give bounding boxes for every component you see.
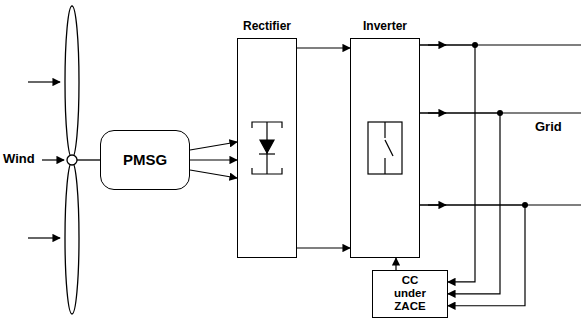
connector	[297, 48, 350, 248]
connector-wire	[420, 205, 525, 306]
connector-wire	[190, 159, 237, 160]
connector-wire	[420, 45, 475, 282]
diode-symbol	[252, 122, 282, 174]
controller-box: CC under ZACE	[372, 270, 448, 318]
wind-turbine	[65, 6, 100, 314]
box-text: PMSG	[123, 151, 167, 168]
connector-wire	[395, 258, 396, 270]
rectifier-box: Rectifier	[237, 38, 297, 258]
connector-wire	[420, 113, 500, 294]
connector-wire	[190, 170, 237, 178]
box-heading: Rectifier	[213, 20, 321, 34]
box-text: CC under ZACE	[387, 274, 433, 314]
connector-wire	[190, 142, 237, 150]
grid-label: Grid	[535, 119, 562, 134]
connector-wire	[297, 247, 350, 248]
connector	[396, 258, 397, 270]
box-heading: Inverter	[326, 20, 444, 34]
inverter-box: Inverter	[350, 38, 420, 258]
connector	[420, 45, 525, 306]
wind-label: Wind	[3, 151, 35, 166]
switch-symbol	[368, 122, 402, 174]
connector	[190, 142, 237, 178]
connector-wire	[297, 47, 350, 48]
generator-box: PMSG	[100, 130, 190, 190]
